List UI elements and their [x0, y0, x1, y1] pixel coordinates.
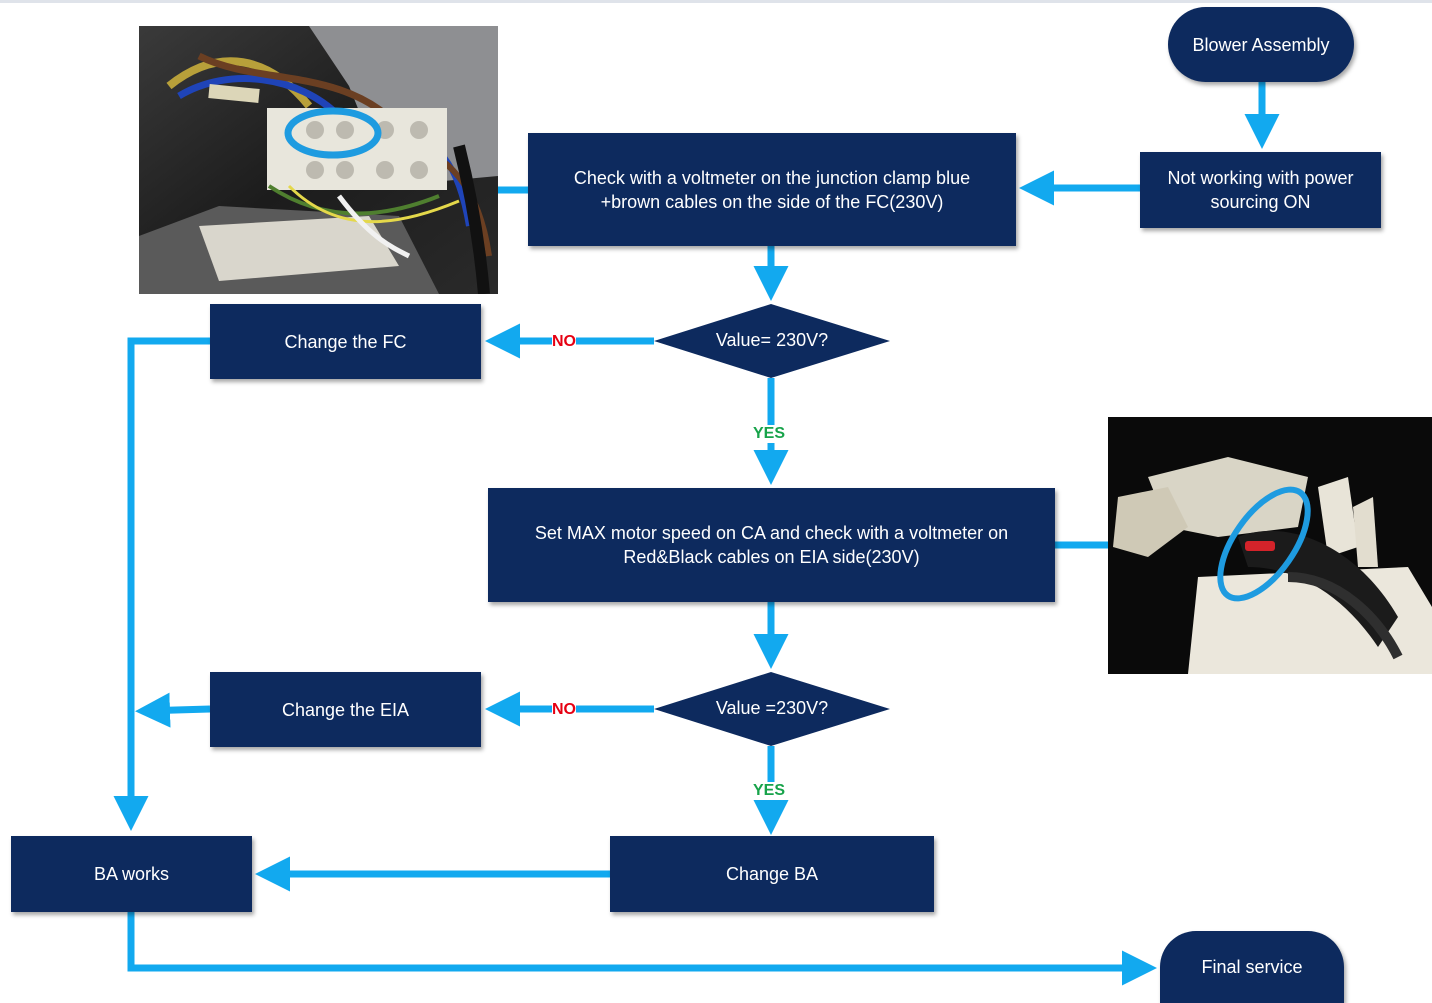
decision-1-text: Value= 230V?: [715, 330, 829, 350]
change-ba-node: Change BA: [610, 836, 934, 912]
yes-label-2: YES: [753, 782, 786, 800]
change-eia-node: Change the EIA: [210, 672, 481, 747]
decision-diamond-1: [654, 304, 890, 378]
no-label-2: NO: [552, 701, 576, 719]
top-border: [0, 0, 1432, 3]
not-working-node: Not working with power sourcing ON: [1140, 152, 1381, 228]
set-max-speed-node: Set MAX motor speed on CA and check with…: [488, 488, 1055, 602]
highlight-ring: [1217, 486, 1311, 602]
arrow-changefc-to-baworks: [113, 337, 210, 831]
final-service-node: Final service: [1160, 931, 1344, 1003]
yes-label-1: YES: [753, 425, 786, 443]
decision-diamond-2: [654, 672, 890, 746]
blower-assembly-node: Blower Assembly: [1168, 7, 1354, 82]
no-label-1: NO: [552, 333, 576, 351]
check-voltmeter-fc-node: Check with a voltmeter on the junction c…: [528, 133, 1016, 246]
arrow-changeeia-to-line: [135, 692, 211, 728]
eia-connector-photo: [1108, 417, 1432, 674]
ba-works-node: BA works: [11, 836, 252, 912]
arrow-baworks-to-final: [127, 910, 1157, 986]
junction-clamp-photo: [139, 26, 498, 294]
decision-2-text: Value =230V?: [715, 698, 829, 718]
change-fc-node: Change the FC: [210, 304, 481, 379]
highlight-ring: [284, 107, 382, 159]
